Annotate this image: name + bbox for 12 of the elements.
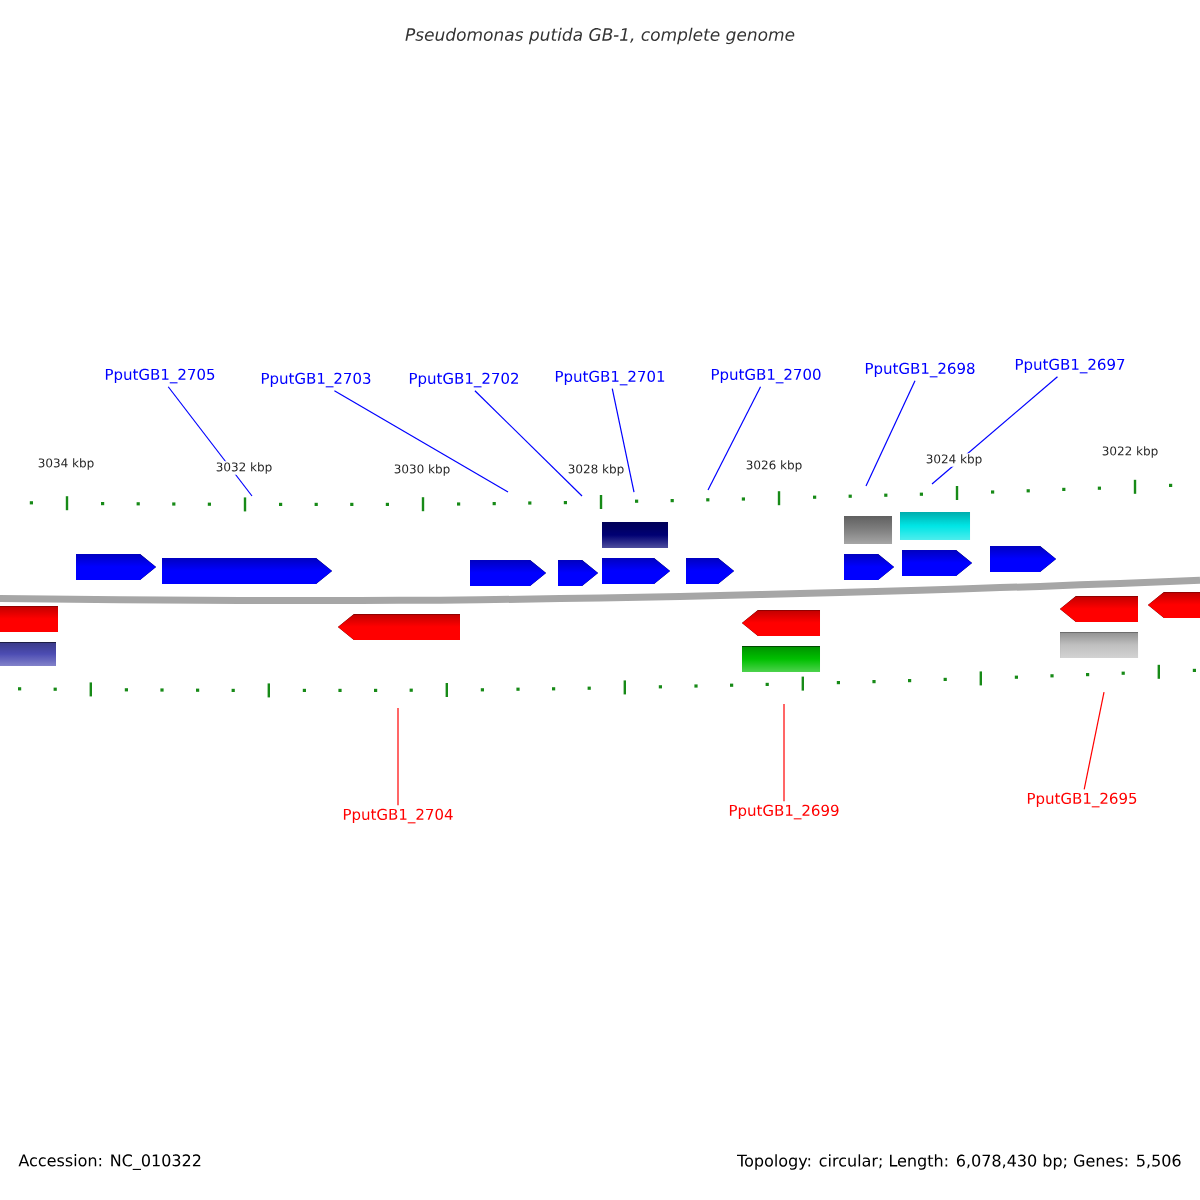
leader-line bbox=[783, 703, 785, 802]
leader-line bbox=[397, 707, 399, 806]
leader-line bbox=[333, 390, 509, 493]
genome-info-text: Topology: circular; Length: 6,078,430 bp; Genes: 5,506 bbox=[737, 1154, 1181, 1170]
accession-text: Accession: NC_010322 bbox=[18, 1154, 201, 1170]
leader-line bbox=[167, 386, 253, 497]
leader-line bbox=[611, 388, 635, 493]
title: Pseudomonas putida GB-1, complete genome bbox=[405, 27, 795, 45]
leader-line bbox=[1083, 691, 1105, 790]
leader-line bbox=[474, 390, 583, 497]
leader-line bbox=[707, 386, 762, 491]
leader-line bbox=[865, 380, 916, 487]
